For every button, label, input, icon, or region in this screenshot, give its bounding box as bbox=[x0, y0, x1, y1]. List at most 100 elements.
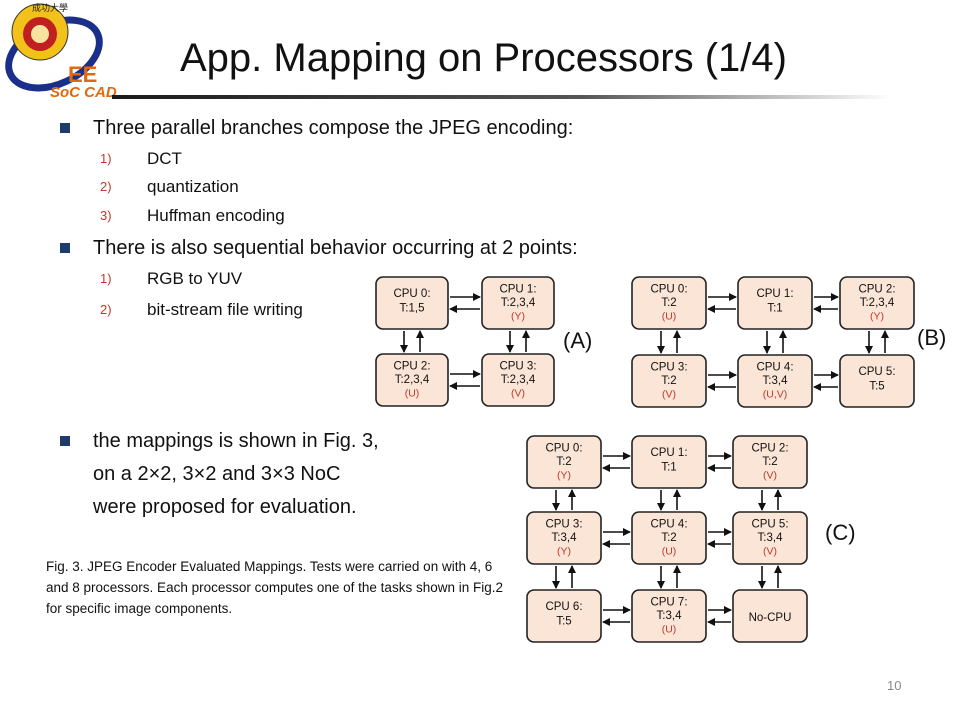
cpu-label: CPU 4: bbox=[756, 362, 793, 374]
cpu-label: No-CPU bbox=[749, 612, 792, 624]
diagram-label: (C) bbox=[825, 520, 856, 545]
cpu-label: CPU 1: bbox=[756, 288, 793, 300]
bullet-marker bbox=[60, 123, 70, 133]
component-label: (V) bbox=[763, 546, 777, 558]
task-label: T:5 bbox=[556, 615, 571, 627]
task-label: T:3,4 bbox=[763, 375, 789, 387]
cpu-node: CPU 5: T:5 bbox=[839, 354, 915, 408]
university-logo: 成功大學 EE SoC CAD bbox=[2, 2, 122, 102]
bullet-marker bbox=[60, 436, 70, 446]
task-label: T:1 bbox=[767, 302, 782, 314]
sub-item-text: DCT bbox=[147, 149, 182, 168]
cpu-label: CPU 0: bbox=[650, 284, 687, 296]
logo-ee-text: EE bbox=[68, 62, 97, 87]
sub-item-number: 2) bbox=[100, 179, 112, 194]
cpu-node: CPU 4:T:3,4 (U,V) bbox=[737, 354, 813, 408]
cpu-node: CPU 2:T:2,3,4(Y) bbox=[839, 276, 915, 330]
component-label: (V) bbox=[763, 470, 777, 482]
cpu-node-box bbox=[631, 354, 707, 408]
cpu-label: CPU 4: bbox=[650, 519, 687, 531]
cpu-label: CPU 1: bbox=[499, 284, 536, 296]
task-label: T:2 bbox=[661, 297, 676, 309]
cpu-node-box bbox=[732, 511, 808, 565]
page-title: App. Mapping on Processors (1/4) bbox=[180, 36, 787, 80]
cpu-label: CPU 2: bbox=[751, 443, 788, 455]
component-label: (Y) bbox=[557, 546, 571, 558]
component-label: (U) bbox=[662, 624, 677, 636]
component-label: (U) bbox=[662, 546, 677, 558]
cpu-node: CPU 5:T:3,4(V) bbox=[732, 511, 808, 565]
cpu-label: CPU 3: bbox=[499, 361, 536, 373]
component-label: (U,V) bbox=[763, 389, 788, 401]
bullet-marker bbox=[60, 243, 70, 253]
cpu-node-box bbox=[631, 276, 707, 330]
cpu-node-box bbox=[631, 511, 707, 565]
sub-item-text: Huffman encoding bbox=[147, 206, 285, 225]
cpu-node: CPU 0:T:1,5 bbox=[375, 276, 449, 330]
sub-item-number: 1) bbox=[100, 271, 112, 286]
cpu-node: CPU 7:T:3,4 (U) bbox=[631, 589, 707, 643]
cpu-label: CPU 2: bbox=[858, 284, 895, 296]
page-number: 10 bbox=[887, 678, 902, 693]
cpu-label: CPU 1: bbox=[650, 447, 687, 459]
cpu-label: CPU 5: bbox=[858, 366, 895, 378]
cpu-node-box bbox=[481, 353, 555, 407]
component-label: (Y) bbox=[870, 311, 884, 323]
cpu-label: CPU 3: bbox=[545, 519, 582, 531]
cpu-node: CPU 1:T:2,3,4(Y) bbox=[481, 276, 555, 330]
figure-caption: Fig. 3. JPEG Encoder Evaluated Mappings.… bbox=[46, 559, 503, 616]
cpu-node: No-CPU bbox=[732, 589, 808, 643]
task-label: T:1,5 bbox=[400, 302, 425, 314]
task-label: T:3,4 bbox=[552, 532, 578, 544]
task-label: T:2 bbox=[762, 456, 777, 468]
cpu-label: CPU 3: bbox=[650, 362, 687, 374]
cpu-node-box bbox=[526, 589, 602, 643]
cpu-node-box bbox=[375, 353, 449, 407]
diagram-label: (B) bbox=[917, 325, 946, 350]
task-label: T:3,4 bbox=[657, 610, 683, 622]
cpu-node-box bbox=[737, 276, 813, 330]
bullet-line: the mappings is shown in Fig. 3, bbox=[93, 430, 379, 452]
cpu-node: CPU 6:T:5 bbox=[526, 589, 602, 643]
cpu-node-box bbox=[732, 589, 808, 643]
cpu-node: CPU 1: T:1 bbox=[737, 276, 813, 330]
cpu-node-box bbox=[631, 435, 707, 489]
cpu-node-box bbox=[737, 354, 813, 408]
bullet-text: Three parallel branches compose the JPEG… bbox=[93, 117, 574, 139]
component-label: (V) bbox=[662, 389, 676, 401]
sub-item-number: 3) bbox=[100, 208, 112, 223]
task-label: T:2,3,4 bbox=[501, 374, 536, 386]
task-label: T:5 bbox=[869, 380, 884, 392]
cpu-node: CPU 3:T:3,4 (Y) bbox=[526, 511, 602, 565]
cpu-node: CPU 2:T:2 (V) bbox=[732, 435, 808, 489]
cpu-node-box bbox=[732, 435, 808, 489]
task-label: T:2 bbox=[661, 532, 676, 544]
sub-item-number: 1) bbox=[100, 151, 112, 166]
diagram-label: (A) bbox=[563, 328, 592, 353]
sub-item-text: RGB to YUV bbox=[147, 269, 243, 288]
logo-soc-text: SoC CAD bbox=[50, 84, 117, 101]
title-underline bbox=[112, 95, 892, 99]
sub-item-text: bit-stream file writing bbox=[147, 300, 303, 319]
component-label: (U) bbox=[405, 388, 420, 400]
bullet-line: on a 2×2, 3×2 and 3×3 NoC bbox=[93, 463, 341, 485]
cpu-node-box bbox=[839, 276, 915, 330]
cpu-node: CPU 4:T:2 (U) bbox=[631, 511, 707, 565]
cpu-label: CPU 7: bbox=[650, 597, 687, 609]
task-label: T:3,4 bbox=[758, 532, 784, 544]
cpu-node-box bbox=[481, 276, 555, 330]
cpu-node: CPU 0:T:2 (U) bbox=[631, 276, 707, 330]
cpu-label: CPU 0: bbox=[545, 443, 582, 455]
cpu-node-box bbox=[526, 511, 602, 565]
cpu-node-box bbox=[375, 276, 449, 330]
bullet-text: the mappings is shown in Fig. 3, on a 2×… bbox=[93, 425, 379, 524]
task-label: T:2,3,4 bbox=[501, 297, 536, 309]
component-label: (U) bbox=[662, 311, 677, 323]
cpu-node: CPU 3:T:2,3,4 (V) bbox=[481, 353, 555, 407]
bullet-text: There is also sequential behavior occurr… bbox=[93, 237, 578, 259]
component-label: (V) bbox=[511, 388, 525, 400]
sub-item-number: 2) bbox=[100, 302, 112, 317]
cpu-node: CPU 1:T:1 bbox=[631, 435, 707, 489]
task-label: T:2 bbox=[556, 456, 571, 468]
